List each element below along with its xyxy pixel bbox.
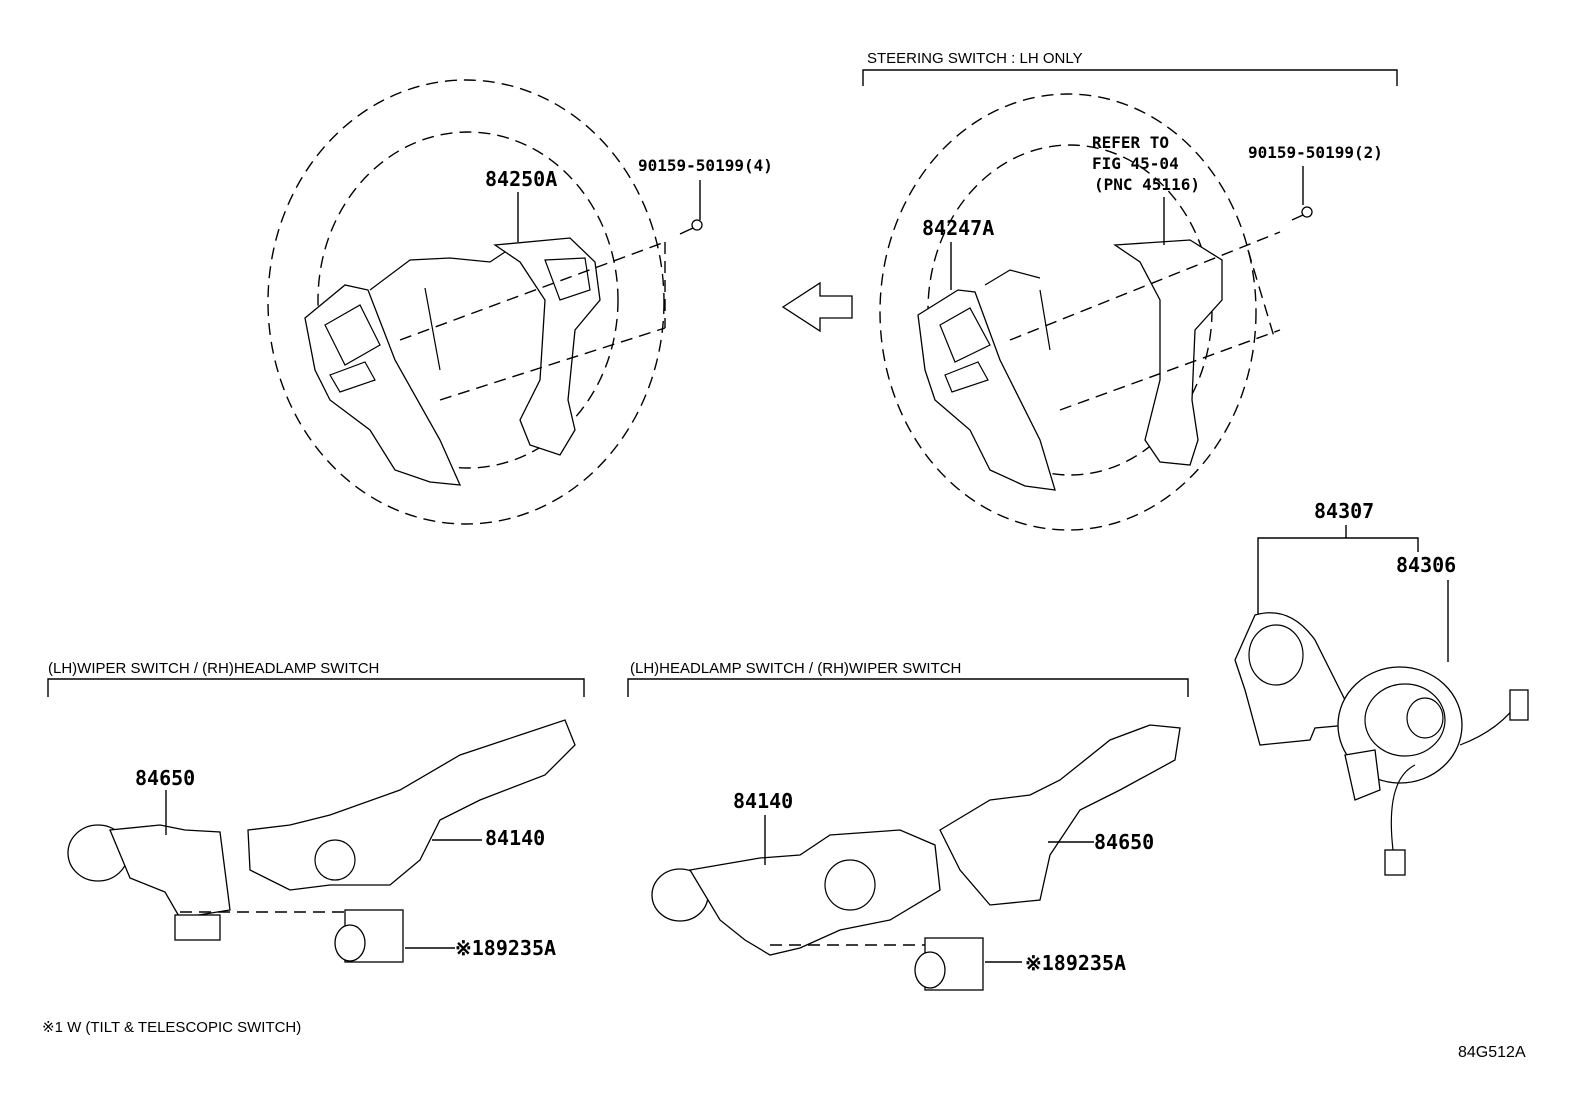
refer-to-line1: REFER TO — [1092, 133, 1169, 152]
callout-84247A[interactable]: 84247A — [922, 216, 994, 240]
callout-84307[interactable]: 84307 — [1314, 499, 1374, 523]
group-bracket — [862, 69, 1398, 86]
callout-89235A-left[interactable]: ※189235A — [455, 936, 556, 960]
tilt-telescopic-switch-right[interactable] — [914, 937, 984, 991]
screw-icon — [679, 219, 703, 235]
refer-to-line2[interactable]: FIG 45-04 — [1092, 154, 1179, 173]
callout-84140-left[interactable]: 84140 — [485, 826, 545, 850]
group-label-lh-wiper-rh-headlamp: (LH)WIPER SWITCH / (RH)HEADLAMP SWITCH — [48, 660, 379, 677]
callout-84650-right[interactable]: 84650 — [1094, 830, 1154, 854]
group-bracket — [47, 678, 585, 697]
callout-screw-4[interactable]: 90159-50199(4) — [638, 156, 773, 175]
spiral-cable[interactable] — [1337, 666, 1529, 876]
wiper-switch-rh[interactable] — [939, 724, 1181, 906]
callout-89235A-right[interactable]: ※189235A — [1025, 951, 1126, 975]
group-label-steering-switch: STEERING SWITCH : LH ONLY — [867, 50, 1083, 67]
steering-sensor[interactable] — [1234, 612, 1349, 746]
callout-screw-2[interactable]: 90159-50199(2) — [1248, 143, 1383, 162]
steering-switch-left-pad[interactable] — [304, 284, 462, 486]
steering-switch-right-pad[interactable] — [493, 237, 601, 456]
steering-wheel-left — [267, 79, 703, 525]
figure-code: 84G512A — [1458, 1044, 1526, 1061]
left-arrow-icon — [781, 281, 853, 333]
screw-icon — [1291, 206, 1313, 221]
footnote: ※1 W (TILT & TELESCOPIC SWITCH) — [42, 1019, 301, 1036]
group-label-lh-headlamp-rh-wiper: (LH)HEADLAMP SWITCH / (RH)WIPER SWITCH — [630, 660, 961, 677]
group-bracket — [627, 678, 1189, 697]
wiper-switch-lh[interactable] — [67, 824, 231, 941]
steering-switch-left-pad[interactable] — [917, 289, 1056, 491]
callout-84306[interactable]: 84306 — [1396, 553, 1456, 577]
tilt-telescopic-switch-left[interactable] — [334, 909, 404, 963]
refer-to-line3: (PNC 45116) — [1094, 175, 1200, 194]
callout-84140-right[interactable]: 84140 — [733, 789, 793, 813]
headlamp-switch-lh[interactable] — [651, 829, 941, 956]
callout-84250A[interactable]: 84250A — [485, 167, 557, 191]
steering-wheel-right — [879, 93, 1313, 531]
headlamp-switch-rh[interactable] — [247, 719, 576, 891]
callout-84650-left[interactable]: 84650 — [135, 766, 195, 790]
steering-switch-right-pad[interactable] — [1113, 239, 1223, 466]
